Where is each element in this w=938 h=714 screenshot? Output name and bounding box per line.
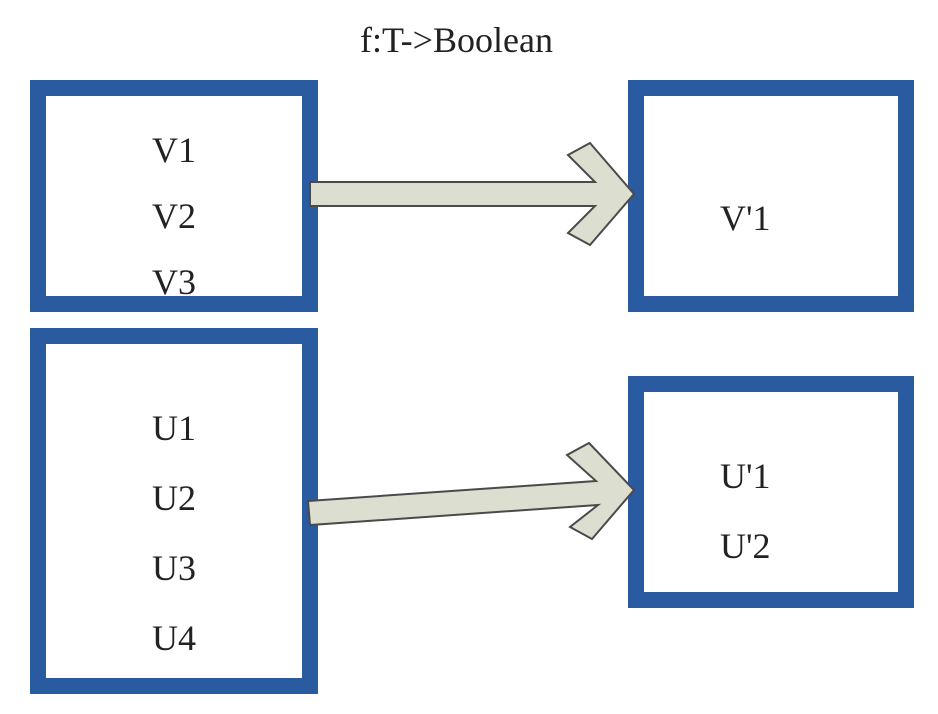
u-source-item-3: U3 [152,548,196,588]
u-mapping-arrow [306,441,636,541]
u-source-item-2: U2 [152,478,196,518]
v-source-item-3: V3 [152,262,196,302]
u-target-box: U'1 U'2 [628,376,914,608]
v-source-item-2: V2 [152,196,196,236]
u-source-item-4: U4 [152,618,196,658]
u-source-item-1: U1 [152,408,196,448]
u-source-box: U1 U2 U3 U4 [30,328,318,694]
diagram-title: f:T->Boolean [360,20,553,60]
v-target-box: V'1 [628,80,914,312]
v-source-box: V1 V2 V3 [30,80,318,312]
u-target-item-1: U'1 [720,456,771,496]
u-target-item-2: U'2 [720,526,771,566]
v-source-item-1: V1 [152,130,196,170]
v-mapping-arrow [309,141,636,247]
v-target-item-1: V'1 [720,198,771,238]
